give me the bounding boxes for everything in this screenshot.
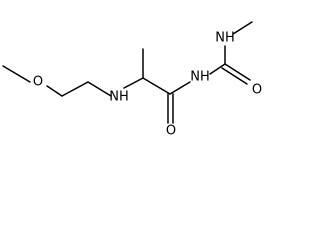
bond-methyl-ether-o: [2, 65, 31, 83]
bond-carbonyl-c-imide-n: [169, 81, 191, 95]
atom-label-ether-oxygen: O: [33, 75, 43, 90]
bond-ether-o-ch2: [46, 85, 63, 97]
atom-label-urea-oxygen: O: [252, 83, 262, 98]
atom-label-imide-nitrogen: NH: [190, 70, 210, 85]
bond-urea-c-o-2: [221, 67, 248, 85]
bonds: [2, 21, 253, 124]
atom-label-methylamino-nitrogen: NH: [215, 31, 235, 46]
bond-ch2-amine-n: [87, 81, 112, 97]
bond-methylamino-n-methyl: [232, 21, 253, 35]
bond-urea-c-o-1: [224, 63, 251, 81]
bond-imide-n-urea-c: [209, 63, 226, 75]
chemical-structure-diagram: O NH NH NH O O: [2, 21, 262, 139]
bond-alpha-c-carbonyl-c: [142, 77, 171, 95]
bond-ch2-ch2: [61, 81, 89, 97]
atom-label-amide-oxygen: O: [166, 124, 176, 139]
atom-labels: O NH NH NH O O: [33, 31, 262, 139]
bond-amine-n-alpha-c: [123, 77, 144, 89]
atom-label-amine-nitrogen: NH: [109, 90, 129, 105]
